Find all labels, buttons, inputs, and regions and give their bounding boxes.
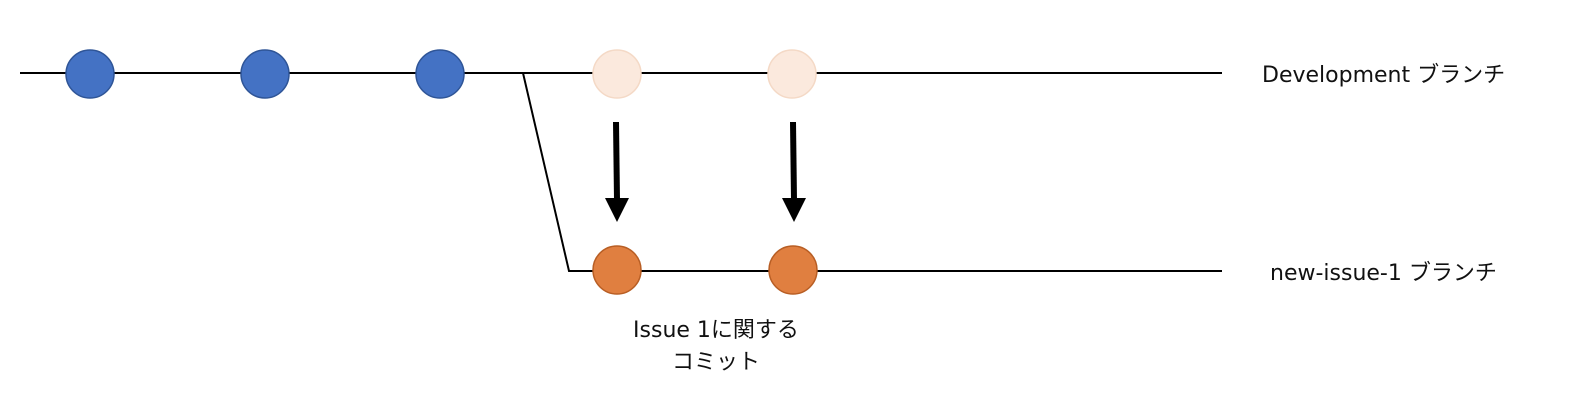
development-commit (415, 49, 465, 99)
development-commit (240, 49, 290, 99)
issue-commit (592, 245, 642, 295)
branch-off-line (522, 72, 1222, 272)
development-commit (65, 49, 115, 99)
moved-commit-ghost (592, 49, 642, 99)
commit-caption-line1: Issue 1に関する (633, 318, 799, 343)
development-branch-label: Development ブランチ (1262, 63, 1506, 88)
move-arrow (605, 121, 629, 222)
issue-branch-label: new-issue-1 ブランチ (1270, 261, 1497, 286)
commit-caption-line2: コミット (671, 350, 760, 375)
move-arrow (782, 121, 806, 222)
issue-commit (768, 245, 818, 295)
commit-caption: Issue 1に関する コミット (600, 315, 832, 379)
moved-commit-ghost (767, 49, 817, 99)
